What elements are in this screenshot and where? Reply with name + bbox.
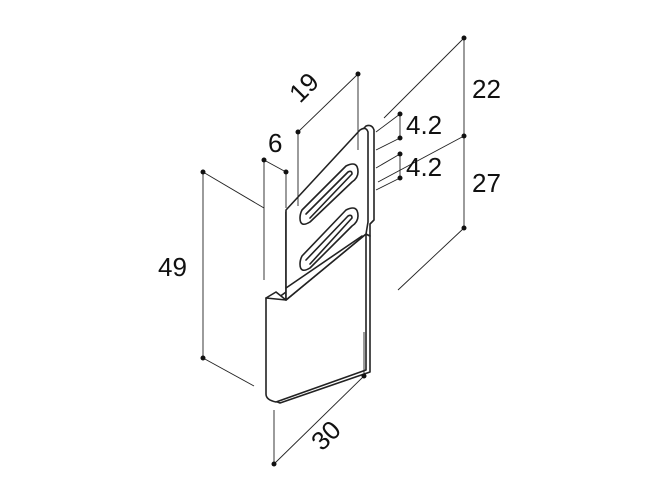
bracket-part (265, 124, 375, 404)
dimension-label-6: 6 (268, 128, 282, 158)
tab-bottom-edge (285, 235, 363, 289)
step-edge (265, 297, 287, 301)
slot-lower-inner (305, 214, 353, 265)
dimension-label-49: 49 (158, 252, 187, 282)
slot-lower (299, 207, 359, 272)
dimension-label-19: 19 (283, 67, 325, 109)
dimension-offset-top: 6 (261, 128, 289, 280)
slot-upper (299, 163, 359, 226)
dimension-label-30: 30 (305, 415, 347, 457)
dimension-height-total: 49 (158, 169, 265, 387)
dimension-label-4-2-lower: 4.2 (406, 152, 442, 182)
slot-upper-inner (305, 170, 353, 219)
dimension-slots: 4.2 4.2 (375, 110, 442, 191)
dimension-label-22: 22 (472, 74, 501, 104)
dimension-label-27: 27 (472, 168, 501, 198)
dimension-right: 22 27 (377, 35, 501, 291)
dimension-label-4-2-upper: 4.2 (406, 110, 442, 140)
